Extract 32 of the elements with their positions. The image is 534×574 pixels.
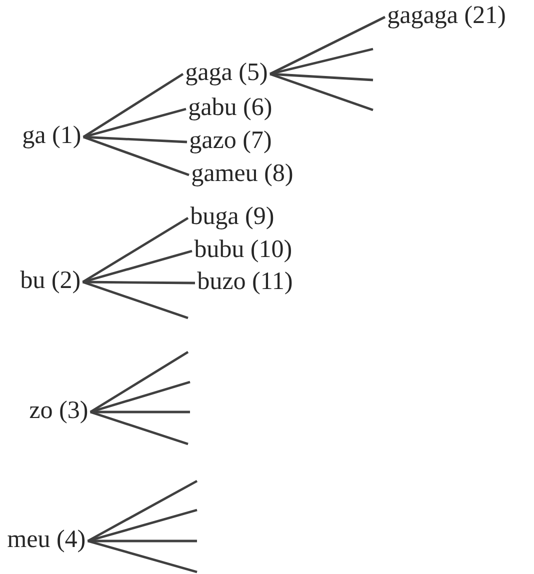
branch-line: [270, 72, 374, 112]
branch-line: [270, 48, 374, 76]
branch-line: [82, 73, 184, 138]
branch-line: [83, 136, 190, 176]
tree-label: buzo (11): [197, 272, 292, 294]
branch-line: [88, 508, 198, 542]
branch-line: [90, 410, 190, 414]
branch-line: [82, 280, 188, 320]
tree-label: gagaga (21): [388, 6, 505, 28]
branch-line: [82, 280, 196, 284]
branch-line: [270, 72, 374, 82]
branch-line: [88, 540, 197, 542]
branch-line: [83, 108, 186, 138]
tree-label: bu (2): [20, 270, 80, 294]
branch-line: [88, 540, 198, 574]
branch-line: [82, 216, 189, 284]
branch-line: [90, 380, 190, 414]
branch-line: [82, 250, 192, 284]
branch-line: [87, 480, 198, 542]
branch-line: [83, 136, 188, 144]
tree-label: meu (4): [8, 530, 85, 552]
tree-label: gaga (5): [186, 62, 267, 86]
branch-line: [269, 16, 386, 76]
tree-label: zo (3): [30, 400, 88, 424]
tree-label: ga (1): [23, 126, 80, 148]
tree-label: gazo (7): [190, 130, 271, 154]
tree-label: buga (9): [190, 206, 274, 230]
tree-label: bubu (10): [194, 240, 291, 262]
tree-label: gabu (6): [189, 98, 272, 120]
branch-line: [90, 410, 188, 446]
tree-label: gameu (8): [192, 164, 292, 186]
branch-line: [90, 350, 189, 414]
